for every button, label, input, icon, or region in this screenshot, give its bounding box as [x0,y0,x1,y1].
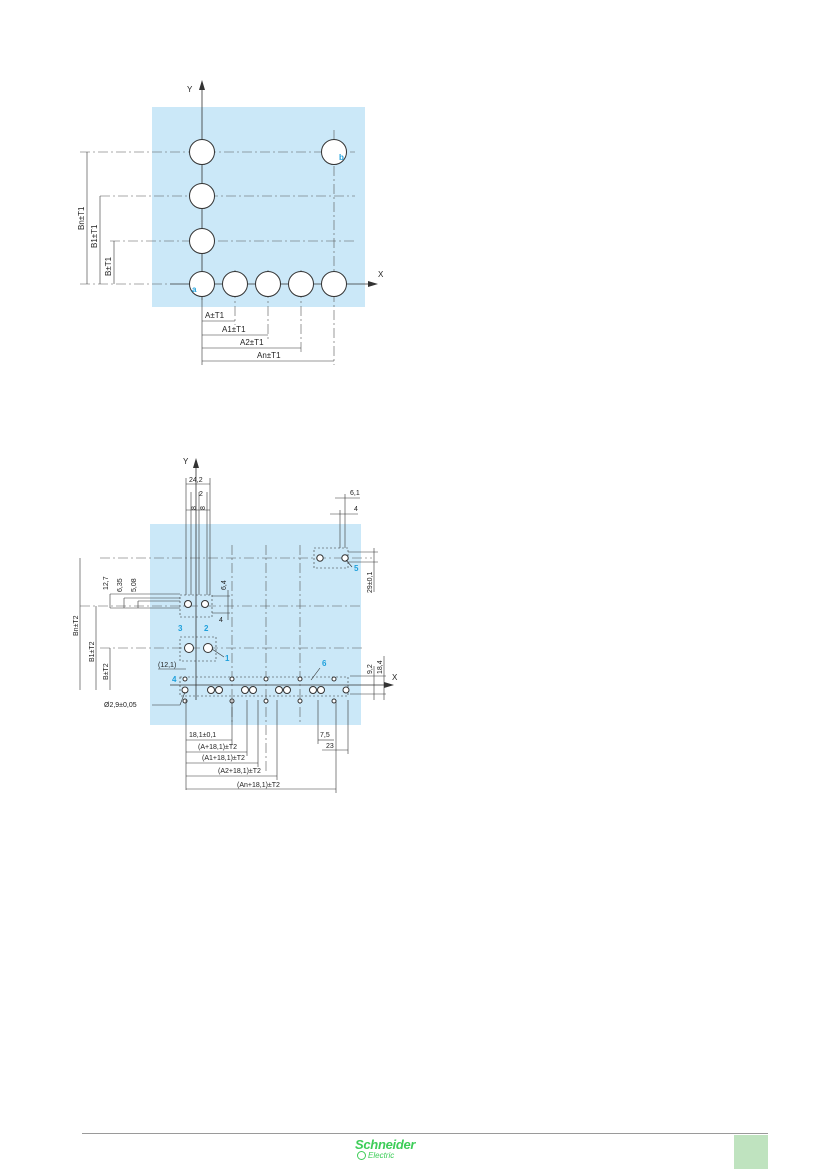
marker-a: a [192,285,197,294]
dim-a2-t2: (A2+18,1)±T2 [218,768,261,775]
dim-an-t2: (An+18,1)±T2 [237,782,280,789]
x-axis-arrow [384,682,394,688]
marker-6: 6 [322,659,327,668]
dim-bn-t2: Bn±T2 [73,615,80,636]
dim-hole-diameter: Ø2,9±0,05 [104,702,137,709]
dim-6-35: 6,35 [117,578,124,592]
dim-18-4: 18,4 [377,660,384,674]
dim-b1-t2: B1±T2 [89,641,96,662]
marker-4: 4 [172,675,177,684]
dim-b: B±T1 [104,256,113,276]
hole [321,139,347,165]
dim-9-2: 9,2 [367,664,374,674]
marker-5: 5 [354,564,359,573]
dim-8a: 8 [191,506,198,510]
life-is-on-icon [357,1151,366,1160]
dim-a: A±T1 [205,311,225,320]
marker-2: 2 [204,624,209,633]
dim-12-1: (12,1) [158,662,176,669]
hole [189,228,215,254]
dim-a2: A2±T1 [240,338,264,347]
dim-2: 2 [199,491,203,498]
marker-3: 3 [178,624,183,633]
x-axis-label: X [378,270,384,279]
dim-7-5: 7,5 [320,732,330,739]
hole [255,271,281,297]
dim-8b: 8 [200,506,207,510]
dim-24-2: 24,2 [189,477,203,484]
hole [222,271,248,297]
brand-sub: Electric [368,1151,395,1160]
dim-4-left: 4 [219,617,223,624]
dim-a1-t2: (A1+18,1)±T2 [202,755,245,762]
footer-rule [82,1133,768,1134]
dim-b1: B1±T1 [90,224,99,248]
hole [189,271,215,297]
hole [189,139,215,165]
page-tab [734,1135,768,1169]
dim-a1: A1±T1 [222,325,246,334]
hole [321,271,347,297]
y-axis-arrow [199,80,205,90]
marker-1: 1 [225,654,230,663]
dim-5-08: 5,08 [131,578,138,592]
hole [189,183,215,209]
dim-4: 4 [354,506,358,513]
dim-a-t2: (A+18,1)±T2 [198,744,237,751]
y-axis-label: Y [183,457,189,466]
dim-6-1: 6,1 [350,490,360,497]
dim-bn: Bn±T1 [77,206,86,230]
diagram-2: Y X [73,457,398,793]
dim-23: 23 [326,743,334,750]
hole [288,271,314,297]
dim-an: An±T1 [257,351,281,360]
brand-name: Schneider [355,1137,416,1152]
dim-6-4: 6,4 [221,580,228,590]
y-axis-arrow [193,458,199,468]
schneider-electric-logo: Schneider Electric [335,1137,425,1167]
x-axis-arrow [368,281,378,287]
dim-18-1: 18,1±0,1 [189,732,216,739]
dim-b-t2: B±T2 [103,663,110,680]
marker-b: b [339,153,344,162]
diagram-1: Y X a b Bn±T1 B1±T1 B±T1 [77,80,384,365]
dim-12-7: 12,7 [103,576,110,590]
x-axis-label: X [392,673,398,682]
y-axis-label: Y [187,85,193,94]
dim-29: 29±0,1 [367,572,374,593]
